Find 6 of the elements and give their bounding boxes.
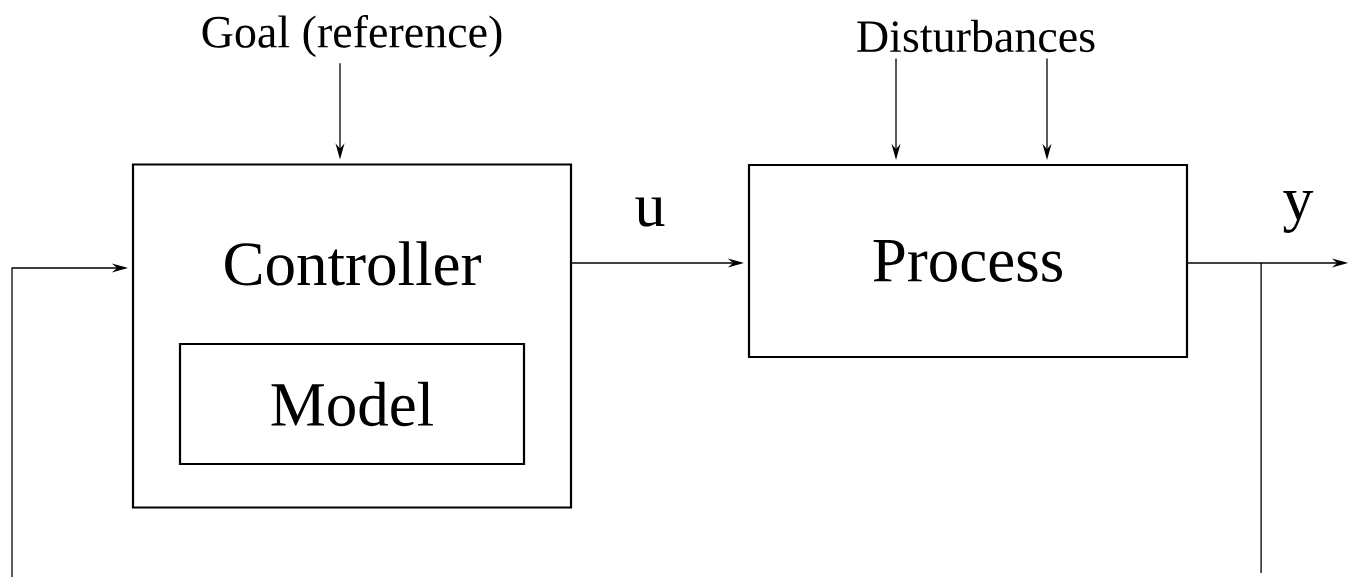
block-box: Process (747, 163, 1189, 359)
block-box: Model (178, 342, 526, 466)
signal-label: u (632, 195, 668, 229)
signal-label: y (1280, 189, 1316, 235)
input-label: Disturbances (857, 19, 1095, 53)
input-label: Goal (reference) (202, 14, 502, 58)
